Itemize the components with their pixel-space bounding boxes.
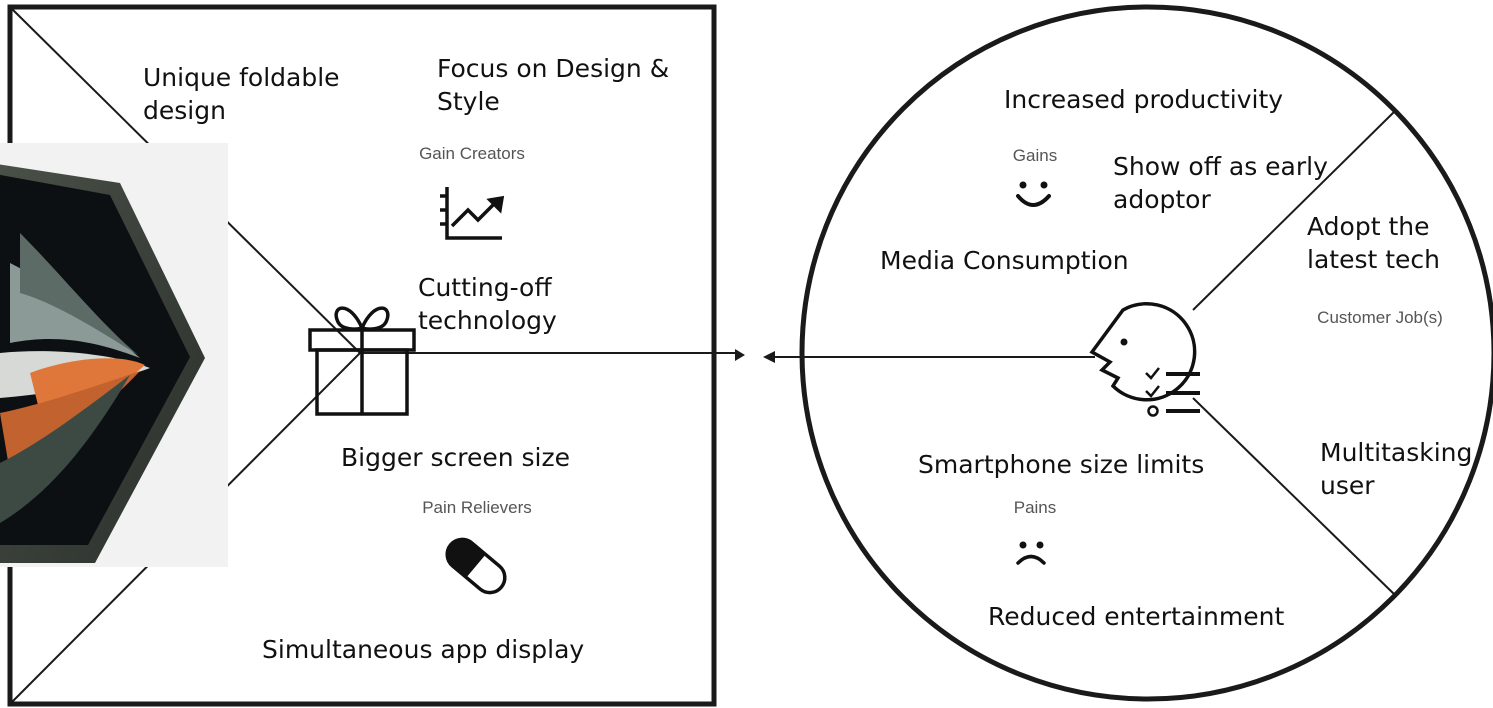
- pain-reduced-entertainment: Reduced entertainment: [988, 602, 1285, 631]
- product-item-foldable-design: Unique foldable design: [143, 63, 340, 125]
- smile-icon: [1016, 181, 1051, 207]
- trend-chart-icon: [440, 187, 505, 240]
- gift-icon: [308, 306, 416, 416]
- foldable-phone-image: [0, 143, 228, 567]
- arrow-right-icon: [735, 349, 745, 361]
- customer-profile-divider-bottom: [1192, 397, 1395, 595]
- gain-creator-cutting-off-tech: Cutting-off technology: [418, 273, 557, 335]
- customer-profile-circle: [799, 4, 1493, 702]
- pain-reliever-bigger-screen: Bigger screen size: [341, 443, 570, 472]
- customer-jobs-label: Customer Job(s): [1317, 308, 1443, 327]
- job-multitasking-user: Multitasking user: [1320, 438, 1473, 500]
- gain-media-consumption: Media Consumption: [880, 246, 1129, 275]
- job-adopt-latest-tech: Adopt the latest tech: [1307, 212, 1440, 274]
- arrow-left-icon: [763, 351, 775, 363]
- pill-icon: [445, 537, 507, 595]
- gains-label: Gains: [1012, 146, 1058, 165]
- gain-creators-label: Gain Creators: [419, 144, 525, 163]
- customer-profile-divider-top: [1192, 111, 1395, 311]
- frown-icon: [1016, 541, 1046, 565]
- pain-reliever-simultaneous-apps: Simultaneous app display: [262, 635, 585, 664]
- gain-show-off-early-adoptor: Show off as early adoptor: [1113, 152, 1328, 214]
- gain-creator-design-style: Focus on Design & Style: [437, 54, 670, 116]
- face-icon: [1089, 302, 1197, 402]
- pains-label: Pains: [1013, 498, 1057, 517]
- gain-increased-productivity: Increased productivity: [1004, 85, 1284, 114]
- pain-relievers-label: Pain Relievers: [422, 498, 532, 517]
- pain-smartphone-size-limits: Smartphone size limits: [918, 450, 1205, 479]
- checklist-icon: [1145, 367, 1200, 417]
